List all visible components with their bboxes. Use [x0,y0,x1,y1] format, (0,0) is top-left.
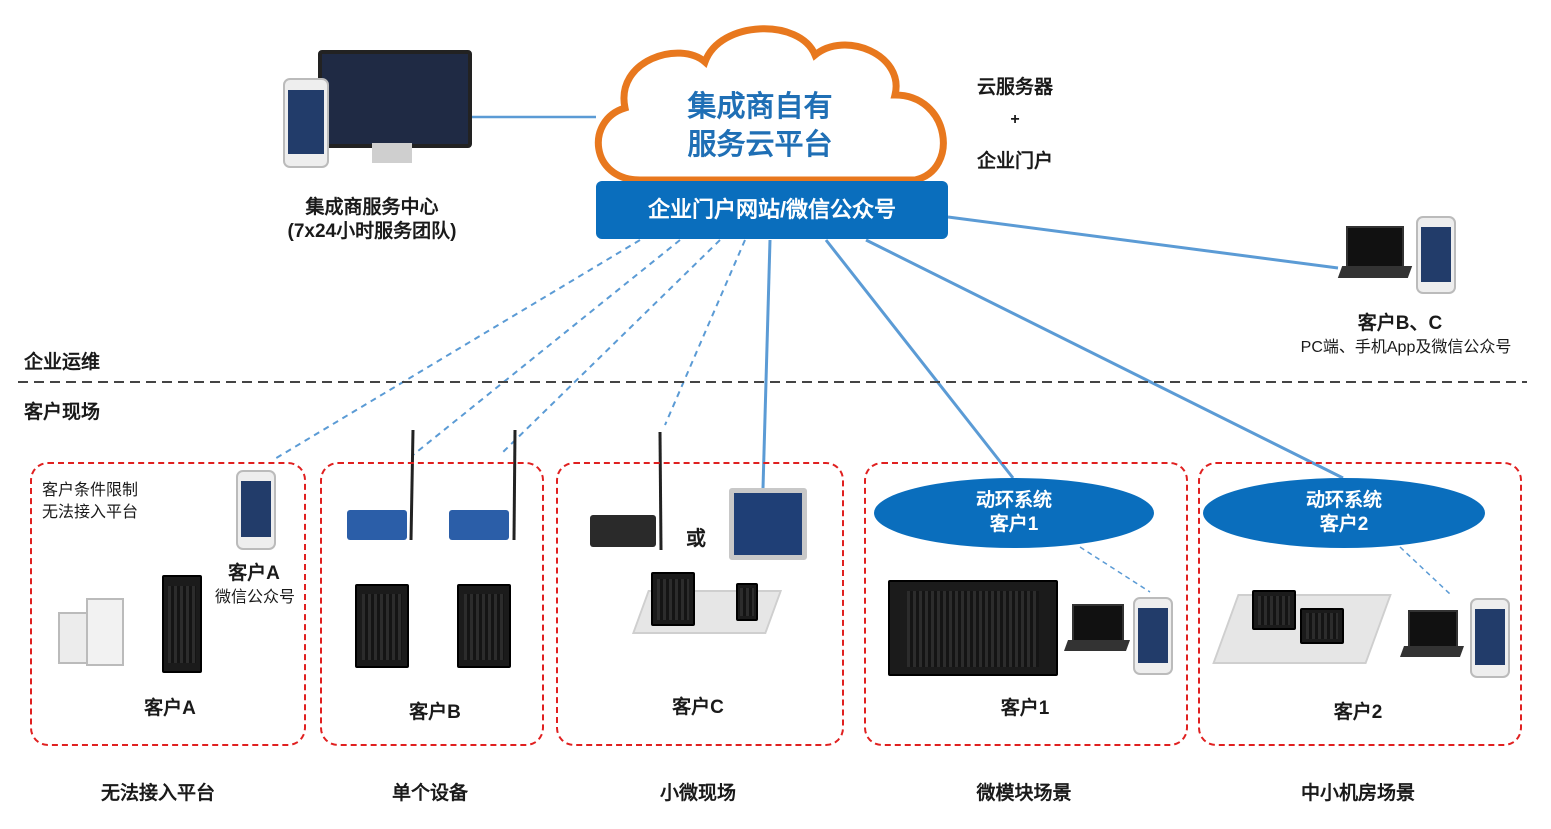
cloud-title-line2: 服务云平台 [687,129,833,161]
phone-icon [283,78,329,168]
cabinet-icon [355,584,409,668]
service-center-title: 集成商服务中心 [305,197,439,218]
cloud-outline [594,25,947,184]
section-c-client: 客户C [672,697,724,718]
section-a-note-2: 无法接入平台 [42,504,139,521]
section-b-client: 客户B [409,702,461,723]
rack-icon [1300,608,1344,644]
or-label: 或 [686,528,706,550]
gateway-icon [449,510,509,540]
link-client-2 [865,238,1344,480]
touch-panel-icon [729,488,807,560]
gateway-icon [347,510,407,540]
caption-small-room: 中小机房场景 [1300,783,1415,804]
antenna-icon [658,431,663,551]
link-client-b1 [412,239,681,456]
link-client-c-gw [664,239,746,426]
antenna-icon [512,429,517,541]
ems-ellipse-2-line1: 动环系统 [1305,490,1382,511]
ems-ellipse-1-line2: 客户1 [989,514,1039,535]
section-a-phone-title: 客户A [228,563,280,584]
ups-icon [86,598,124,666]
section-a-phone-subtitle: 微信公众号 [214,589,295,606]
cloud-title-line1: 集成商自有 [687,91,833,123]
portal-banner[interactable]: 企业门户网站/微信公众号 [596,181,948,239]
ems-ellipse-2-line2: 客户2 [1319,514,1369,535]
ems-ellipse-2[interactable]: 动环系统 客户2 [1203,478,1485,548]
link-client-b2 [499,239,721,456]
cloud-platform-title: 集成商自有 服务云平台 [640,88,880,164]
laptop-icon [1399,610,1465,662]
caption-no-platform: 无法接入平台 [100,783,215,804]
section-client-c [556,462,844,746]
antenna-icon [409,429,415,541]
link-remote-client [947,215,1339,270]
cabinet-icon [457,584,511,668]
cloud-server-label: 云服务器 [976,77,1053,98]
section-client-a [30,462,306,746]
remote-client-title: 客户B、C [1357,313,1443,334]
link-client-a [272,239,641,461]
zone-label-site: 客户现场 [24,402,101,423]
service-center-subtitle: (7x24小时服务团队) [287,221,457,242]
zone-label-ops: 企业运维 [24,352,101,373]
ems-ellipse-1-line1: 动环系统 [975,490,1052,511]
caption-single-device: 单个设备 [391,783,468,804]
section-a-note-1: 客户条件限制 [42,482,139,499]
laptop-icon [1063,604,1131,656]
laptop-icon [1337,226,1413,284]
rack-icon [736,583,758,621]
section-2-client: 客户2 [1333,702,1383,723]
phone-icon [236,470,276,550]
phone-icon [1416,216,1456,294]
link-ellipse1-devices [1079,546,1151,593]
caption-micro-module: 微模块场景 [976,783,1072,804]
enterprise-portal-label: 企业门户 [976,151,1053,172]
phone-icon [1470,598,1510,678]
link-client-1 [824,239,1015,479]
rack-icon [651,572,695,626]
air-conditioner-icon [162,575,202,673]
link-client-c-panel [761,239,772,489]
micro-module-icon [888,580,1058,676]
section-a-client: 客户A [144,698,196,719]
monitor-icon [318,50,472,148]
phone-icon [1133,597,1173,675]
monitor-stand [372,143,412,163]
section-client-b [320,462,544,746]
section-client-1 [864,462,1188,746]
link-ellipse2-devices [1399,546,1451,595]
section-1-client: 客户1 [1000,698,1050,719]
plus-label: + [1010,111,1020,128]
section-client-2 [1198,462,1522,746]
rack-icon [1252,590,1296,630]
remote-client-subtitle: PC端、手机App及微信公众号 [1300,339,1512,356]
gateway-icon [590,515,656,547]
caption-small-site: 小微现场 [659,783,736,804]
ems-ellipse-1[interactable]: 动环系统 客户1 [874,478,1154,548]
